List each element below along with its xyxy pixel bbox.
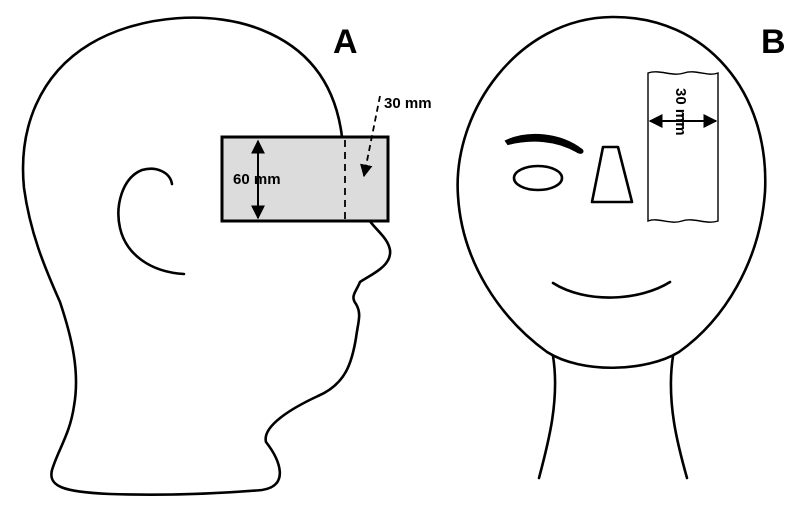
neck-left-outline [537,354,557,480]
front-face-outline [456,15,767,370]
mouth-outline [551,280,672,299]
width-pointer-label: 30 mm [384,95,432,112]
height-dimension-label: 60 mm [233,171,281,188]
panel-a-label: A [333,23,358,61]
width-pointer-arrow [360,95,381,178]
neck-right-outline [669,354,689,480]
panel-b-label: B [761,23,786,61]
electrode-patch-side [220,135,390,223]
panel-a: A 60 mm 30 mm [21,16,432,496]
nose-outline [590,145,634,204]
strip-width-label: 30 mm [672,88,689,136]
ear-outline [117,167,186,276]
electrode-strip-front [647,71,719,223]
eyebrow [504,133,584,154]
profile-head-outline [21,16,392,496]
eye-outline [512,164,564,192]
panel-b: B 30 mm [456,15,786,480]
